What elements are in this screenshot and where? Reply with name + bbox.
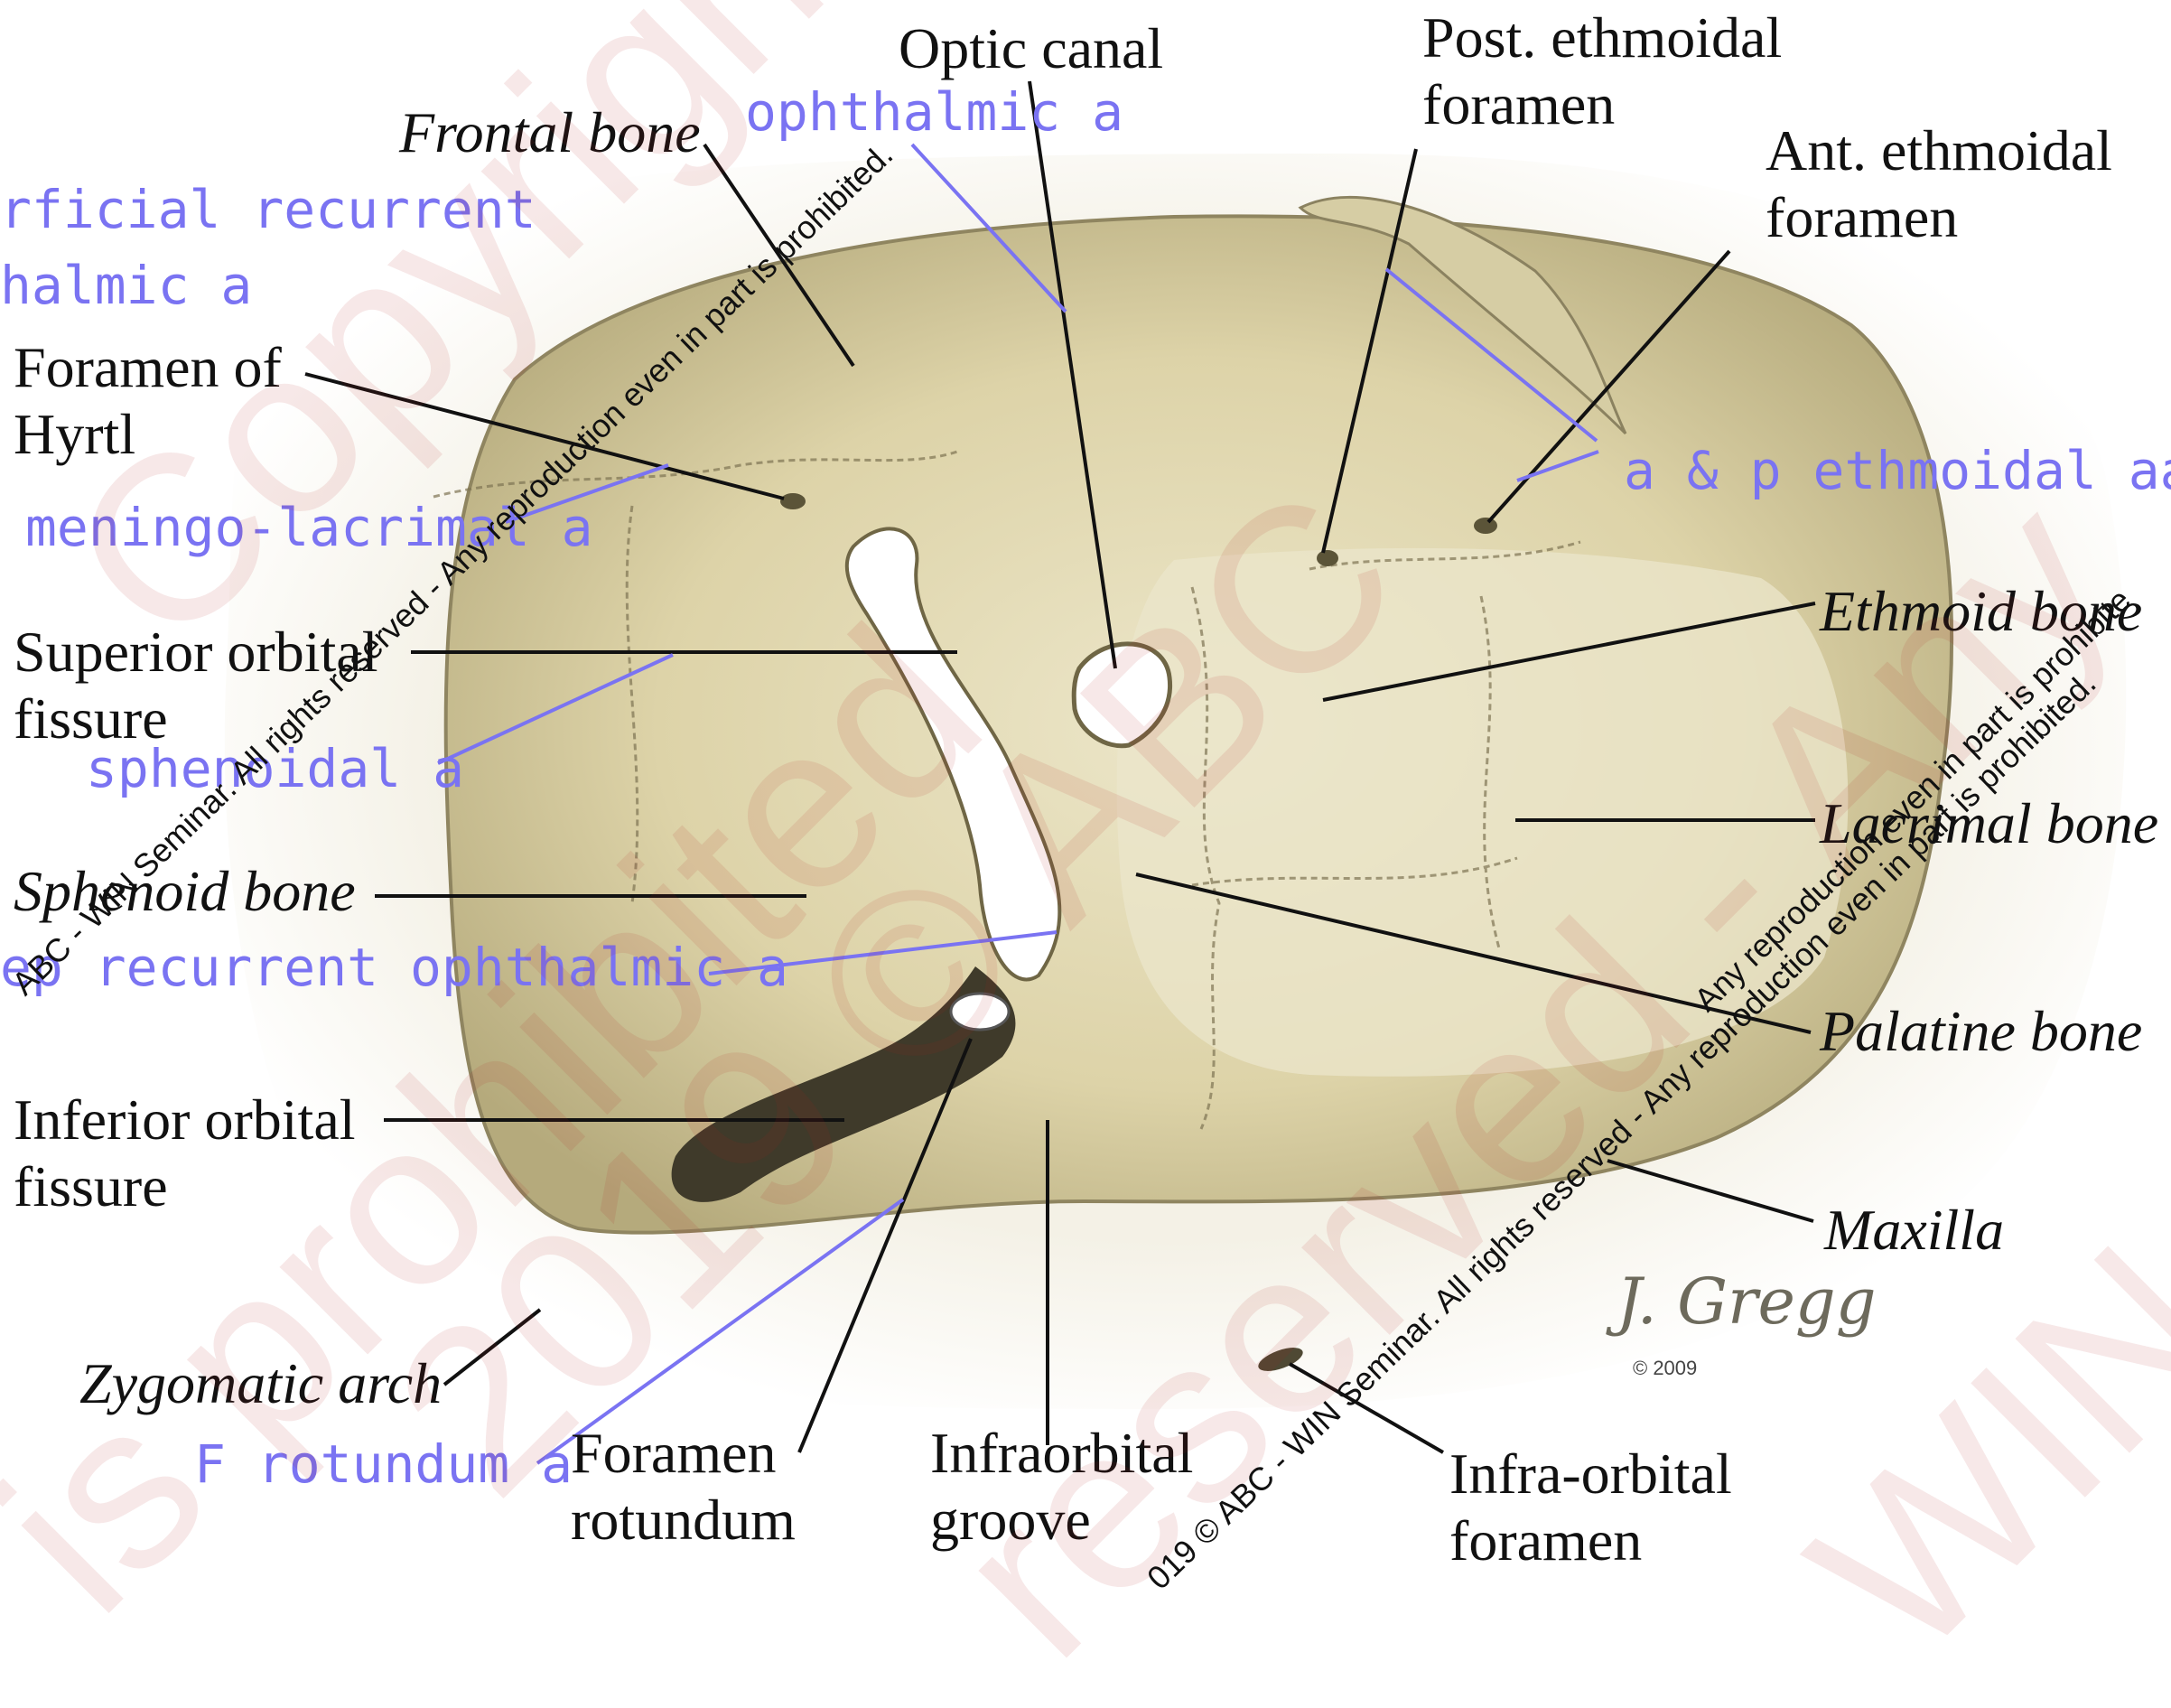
label-palatine-bone: Palatine bone [1820,1003,2142,1060]
label-infra-orbital-foramen-line1: Infra-orbital [1449,1441,1732,1507]
label-post-ethmoidal-line2: foramen [1422,71,1782,138]
label-infra-orbital-foramen: Infra-orbital foramen [1449,1441,1732,1574]
label-ant-ethmoidal-line1: Ant. ethmoidal [1766,117,2112,184]
label-post-ethmoidal-line1: Post. ethmoidal [1422,5,1782,71]
label-ant-ethmoidal-foramen: Ant. ethmoidal foramen [1766,117,2112,251]
label-sphenoid-bone: Sphenoid bone [14,863,356,920]
label-post-ethmoidal-foramen: Post. ethmoidal foramen [1422,5,1782,138]
label-ant-ethmoidal-line2: foramen [1766,184,2112,251]
label-infra-orbital-foramen-line2: foramen [1449,1507,1732,1574]
label-maxilla: Maxilla [1824,1201,2004,1259]
annotation-ethmoidal-aa: a & p ethmoidal aa [1624,444,2171,497]
artist-signature: J. Gregg [1617,1265,1877,1339]
label-foramen-rotundum-line2: rotundum [571,1487,796,1554]
foramen-hyrtl-shape [780,493,806,509]
signature-year: © 2009 [1633,1357,1697,1380]
label-optic-canal: Optic canal [899,20,1163,78]
ant-ethmoidal-foramen-shape [1474,518,1497,534]
